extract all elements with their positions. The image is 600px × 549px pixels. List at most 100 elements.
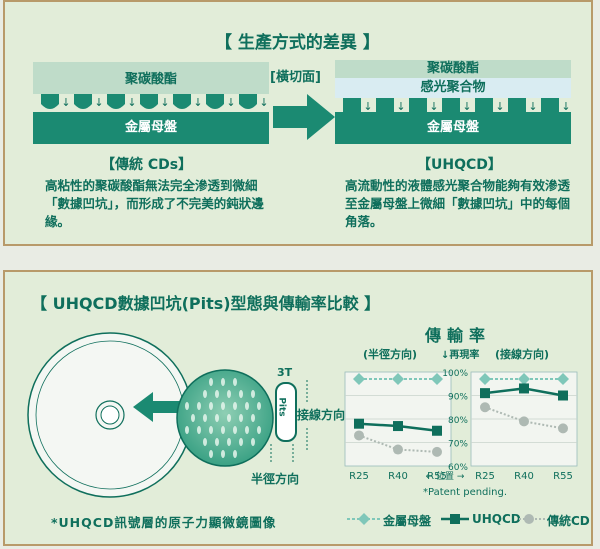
polycarbonate-label-right: 聚碳酸酯: [426, 61, 479, 76]
pit-dot: [233, 378, 237, 386]
pit-dot: [197, 426, 201, 434]
pit-dot: [221, 378, 225, 386]
pit-tooth: [239, 94, 257, 109]
legend-uhqcd-marker: [441, 514, 469, 524]
pit-teeth-right: ↓↓↓↓↓↓↓: [343, 98, 571, 114]
uhqcd-heading: 【UHQCD】: [417, 157, 502, 173]
pit-dot: [209, 450, 213, 458]
data-point: [354, 418, 364, 429]
afm-caption: *UHQCD訊號層的原子力顯微鏡圖像: [51, 515, 277, 530]
pit-dot: [203, 414, 207, 422]
x-tick-label: R40: [514, 471, 534, 482]
pit-tooth: [541, 98, 559, 114]
data-point: [392, 373, 404, 386]
pit-tooth: [376, 98, 394, 114]
data-point: [353, 373, 365, 386]
pit-tooth: [107, 94, 125, 109]
metal-master-layer-right: 金屬母盤: [335, 112, 571, 144]
track-direction-label: 接線方向: [297, 408, 346, 422]
data-point: [354, 430, 364, 441]
down-arrow-icon: ↓: [462, 100, 471, 113]
right-arrow-icon: [273, 94, 335, 140]
pit-3t-label: 3T: [277, 366, 293, 379]
legend-traditional-cd-marker: [519, 514, 547, 524]
polycarbonate-label-left: 聚碳酸酯: [124, 72, 177, 87]
x-tick-label: R55: [553, 471, 573, 482]
legend-metal-master-marker: [347, 513, 381, 525]
pit-dot: [215, 438, 219, 446]
radial-direction-label: 半徑方向: [251, 472, 300, 486]
pit-tooth: [140, 94, 158, 109]
data-point: [480, 402, 490, 413]
left-panel-label: (半徑方向): [363, 347, 417, 361]
pit-dot: [209, 426, 213, 434]
pit-dot: [227, 414, 231, 422]
pit-dot: [227, 438, 231, 446]
pit-dot: [251, 414, 255, 422]
down-arrow-icon: ↓: [259, 96, 268, 109]
down-arrow-icon: ↓: [528, 100, 537, 113]
data-point: [479, 373, 491, 386]
track-direction-line: [306, 380, 308, 450]
pit-dot: [239, 390, 243, 398]
down-arrow-icon: ↓: [226, 96, 235, 109]
pit-dot: [215, 414, 219, 422]
pit-dot: [227, 390, 231, 398]
pit-dot: [251, 438, 255, 446]
y-tick-label: 100%: [442, 369, 468, 379]
patent-note: *Patent pending.: [423, 487, 507, 498]
y-tick-label: 80%: [448, 416, 468, 426]
pit-dot: [239, 414, 243, 422]
production-panel: 【 生產方式的差異 】 聚碳酸酯 ↓ ↓ ↓ ↓ ↓ ↓ ↓ 金屬母盤 [橫切面] 聚碳酸酯…: [3, 0, 593, 246]
photopolymer-layer: 感光聚合物: [335, 78, 571, 98]
data-point: [518, 373, 530, 386]
pit-dot: [251, 390, 255, 398]
y-tick-label: 70%: [448, 440, 468, 450]
pit-dot: [209, 378, 213, 386]
pit-tooth: [508, 98, 526, 114]
metal-master-label-right: 金屬母盤: [426, 120, 479, 135]
data-point: [393, 421, 403, 432]
photopolymer-label: 感光聚合物: [420, 80, 486, 95]
data-point: [519, 383, 529, 394]
data-point: [480, 388, 490, 399]
pit-dot: [245, 426, 249, 434]
down-arrow-icon: ↓: [561, 100, 570, 113]
pit-dot: [215, 390, 219, 398]
data-point: [519, 416, 529, 427]
pit-dot: [233, 426, 237, 434]
pit-tooth: [442, 98, 460, 114]
down-arrow-icon: ↓: [396, 100, 405, 113]
pit-dot: [257, 402, 261, 410]
pit-dot: [197, 402, 201, 410]
pit-dot: [233, 450, 237, 458]
chart-title: 傳輸率: [425, 326, 492, 345]
data-point: [432, 446, 442, 457]
afm-image: [176, 369, 274, 467]
pit-tooth: [206, 94, 224, 109]
legend-uhqcd-label: UHQCD: [472, 512, 521, 526]
data-point: [557, 373, 569, 386]
data-point: [431, 373, 443, 386]
pit-dot: [191, 414, 195, 422]
traditional-cd-heading: 【傳統 CDs】: [101, 157, 193, 173]
down-arrow-icon: ↓: [160, 96, 169, 109]
down-arrow-icon: ↓: [127, 96, 136, 109]
left-arrow-icon: [133, 392, 181, 422]
pit-dot: [221, 426, 225, 434]
pit-teeth-left: ↓↓↓↓↓↓↓: [41, 94, 269, 109]
pit-dot: [185, 426, 189, 434]
polycarbonate-layer-left: 聚碳酸酯: [33, 62, 269, 94]
pit-dot: [221, 450, 225, 458]
x-tick-label: R25: [475, 471, 495, 482]
pit-dot: [239, 438, 243, 446]
data-point: [558, 423, 568, 434]
cross-section-label: [橫切面]: [270, 70, 321, 85]
metal-master-layer-left: 金屬母盤: [33, 112, 269, 144]
production-title: 【 生產方式的差異 】: [215, 33, 380, 53]
right-panel-label: (接線方向): [495, 347, 549, 361]
pit-tooth: [173, 94, 191, 109]
traditional-cd-description: 高粘性的聚碳酸酯無法完全滲透到微細「數據凹坑」，而形成了不完美的鈍狀邊緣。: [45, 178, 264, 229]
y-axis-label: ↓再現率: [441, 348, 479, 361]
